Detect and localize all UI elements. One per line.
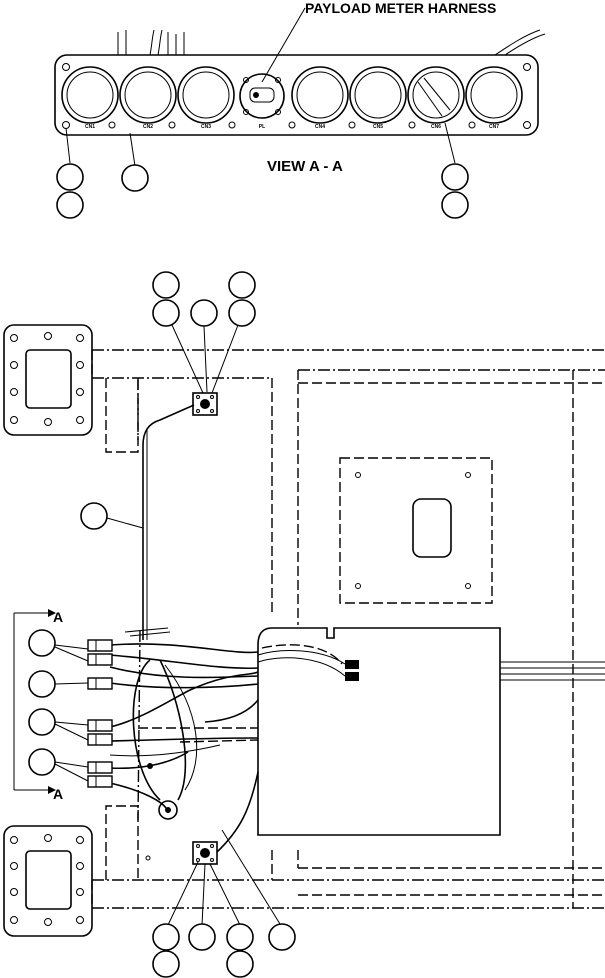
panel-mount-holes	[62, 63, 531, 129]
harness-plugs	[87, 639, 113, 788]
callout-bubble	[56, 163, 84, 191]
section-mark-top: A	[53, 609, 63, 625]
section-arrows: A A	[13, 609, 63, 802]
harness-title: PAYLOAD METER HARNESS	[305, 0, 496, 16]
connector-cn2-label: CN2	[143, 124, 153, 130]
connector-panel	[54, 54, 539, 136]
lower-bracket-callouts	[152, 829, 296, 978]
frame-outline	[91, 349, 605, 909]
lower-flange-plate	[3, 825, 93, 937]
callout-bubble	[441, 163, 469, 191]
lower-harness-bracket	[192, 841, 218, 865]
callout-bubble	[56, 191, 84, 219]
upper-bracket-callouts	[152, 271, 256, 394]
connector-plug: PL	[239, 73, 285, 130]
harness-leader-line	[261, 7, 306, 83]
callout-bubble	[441, 191, 469, 219]
left-callouts	[28, 502, 144, 782]
connector-cn2: CN2	[119, 66, 177, 130]
connector-plug-label: PL	[259, 124, 265, 130]
view-title: VIEW A - A	[267, 158, 343, 175]
meter-plug-upper	[345, 660, 359, 669]
connector-cn4: CN4	[291, 66, 349, 130]
callout-bubble	[121, 164, 149, 192]
view-a-a: PAYLOAD METER HARNESS CN1	[54, 0, 546, 219]
connector-cn7: CN7	[465, 66, 523, 130]
connector-cn3: CN3	[177, 66, 235, 130]
panel-connectors: CN1 CN2 CN3 PL CN4	[61, 66, 523, 130]
connector-cn5: CN5	[349, 66, 407, 130]
connector-cn6-label: CN6	[431, 124, 441, 130]
connector-cn1-label: CN1	[85, 124, 95, 130]
connector-cn5-label: CN5	[373, 124, 383, 130]
connector-cn4-label: CN4	[315, 124, 325, 130]
connector-cn3-label: CN3	[201, 124, 211, 130]
payload-meter-box	[257, 627, 605, 836]
plan-view: A A	[3, 271, 605, 978]
connector-cn6: CN6	[407, 66, 465, 130]
top-callouts	[56, 122, 469, 219]
harness-routing	[109, 404, 259, 861]
upper-harness-bracket	[192, 392, 218, 416]
connector-cn7-label: CN7	[489, 124, 499, 130]
meter-plug-lower	[345, 672, 359, 681]
upper-flange-plate	[3, 324, 93, 436]
section-mark-bottom: A	[53, 786, 63, 802]
connector-cn1: CN1	[61, 66, 119, 130]
frame-hatch-cover	[339, 457, 493, 604]
panel-top-cables	[117, 29, 546, 56]
